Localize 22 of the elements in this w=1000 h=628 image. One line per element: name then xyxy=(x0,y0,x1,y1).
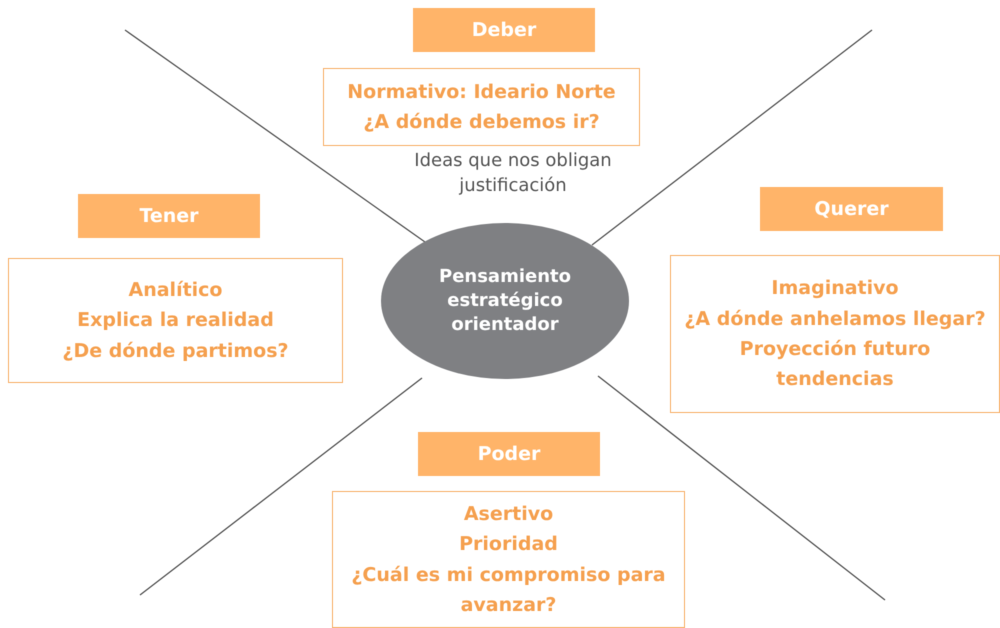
frame-text: Imaginativo xyxy=(771,276,899,302)
frame-text: ¿A dónde debemos ir? xyxy=(363,110,600,135)
center-ellipse xyxy=(380,222,630,380)
frame-text: ¿Cuál es mi compromiso para avanzar? xyxy=(350,562,667,618)
frame-text: Proyección futuro tendencias xyxy=(738,337,932,392)
category-heading: Querer xyxy=(760,187,943,231)
frame-text: Analítico xyxy=(128,278,222,303)
frame-text: ¿De dónde partimos? xyxy=(62,338,289,364)
text-frame xyxy=(332,491,685,628)
frame-text: Explica la realidad xyxy=(77,308,274,334)
frame-text: ¿A dónde anhelamos llegar? xyxy=(684,306,986,332)
note-text: Ideas que nos obligan justificación xyxy=(413,149,613,198)
category-heading: Deber xyxy=(413,8,595,52)
center-text: Pensamiento estratégico orientador xyxy=(438,264,572,338)
category-heading: Tener xyxy=(78,194,260,238)
text-frame xyxy=(323,68,640,146)
text-frame xyxy=(670,255,1000,413)
text-frame xyxy=(8,258,343,383)
frame-text: Normativo: Ideario Norte xyxy=(347,80,616,105)
category-heading: Poder xyxy=(418,432,600,476)
frame-text: Prioridad xyxy=(459,532,558,558)
frame-text: Asertivo xyxy=(464,502,554,527)
